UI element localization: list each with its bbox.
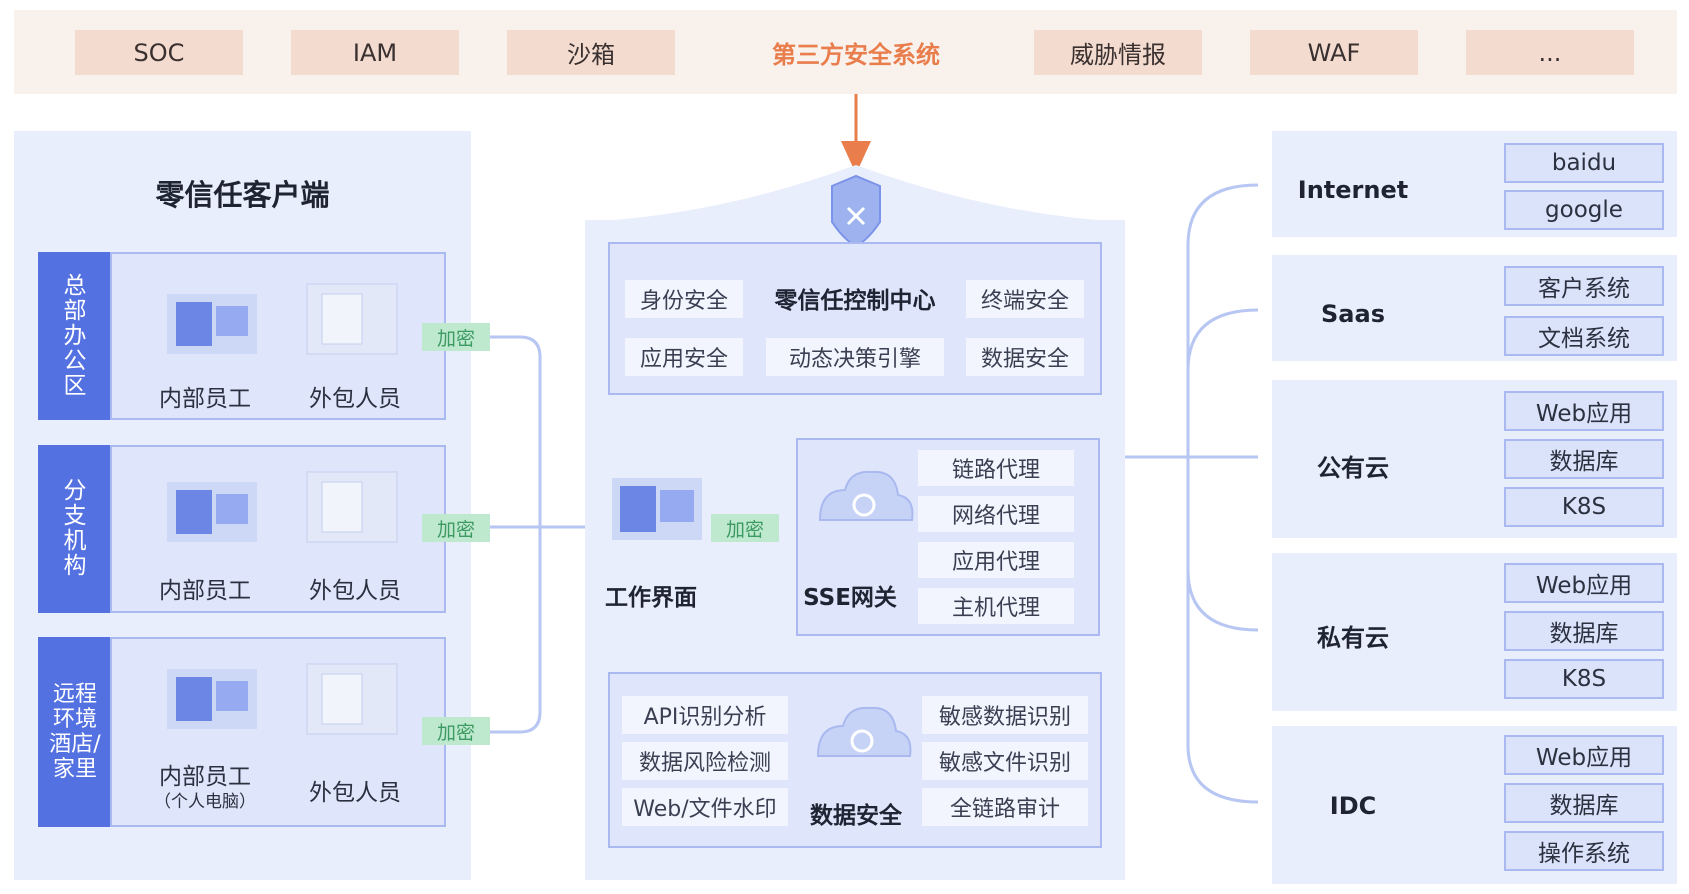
member-outsourced-hq: 外包人员 — [309, 386, 401, 412]
ds-risk-detection: 数据风险检测 — [622, 742, 788, 780]
group-card-remote — [110, 637, 446, 827]
cc-application: 应用安全 — [625, 338, 743, 376]
cc-endpoint: 终端安全 — [966, 280, 1084, 318]
resource-item: Web应用 — [1504, 563, 1664, 603]
group-label-remote: 远程环境 酒店/家里 — [38, 637, 112, 827]
resource-label-public-cloud: 公有云 — [1317, 453, 1389, 482]
cc-title: 零信任控制中心 — [774, 288, 936, 314]
member-internal-remote-note: （个人电脑） — [154, 791, 256, 812]
ds-sensitive-file: 敏感文件识别 — [922, 742, 1088, 780]
resource-item: K8S — [1504, 487, 1664, 527]
resource-item: Web应用 — [1504, 391, 1664, 431]
device-icons — [167, 663, 398, 735]
resource-item: Web应用 — [1504, 735, 1664, 775]
system-iam: IAM — [291, 30, 459, 75]
group-label-hq: 总部办公区 — [38, 252, 112, 420]
ds-api-analysis: API识别分析 — [622, 696, 788, 734]
member-internal-remote: 内部员工 — [159, 764, 251, 790]
resource-label-saas: Saas — [1321, 300, 1385, 328]
resources-bracket — [1186, 183, 1259, 804]
member-outsourced-branch: 外包人员 — [309, 578, 401, 604]
resource-item: 操作系统 — [1504, 831, 1664, 871]
gateway-label: SSE网关 — [803, 585, 897, 611]
resource-item: 数据库 — [1504, 783, 1664, 823]
ds-watermark: Web/文件水印 — [622, 788, 788, 826]
member-internal-branch: 内部员工 — [159, 578, 251, 604]
cc-data: 数据安全 — [966, 338, 1084, 376]
cc-decision-engine: 动态决策引擎 — [766, 338, 944, 376]
encrypt-tag-branch: 加密 — [422, 514, 490, 542]
system-sandbox: 沙箱 — [507, 30, 675, 75]
ds-sensitive-data: 敏感数据识别 — [922, 696, 1088, 734]
group-card-branch — [110, 445, 446, 613]
resource-label-private-cloud: 私有云 — [1317, 623, 1389, 652]
encrypt-tag-hq: 加密 — [422, 323, 490, 351]
device-icons — [167, 283, 398, 355]
cc-identity: 身份安全 — [625, 280, 743, 318]
client-title: 零信任客户端 — [155, 178, 330, 212]
resource-label-internet: Internet — [1297, 176, 1409, 204]
system-third-party: 第三方安全系统 — [772, 41, 940, 69]
resource-item: baidu — [1504, 143, 1664, 183]
system-more: ... — [1466, 30, 1634, 75]
proxy-application: 应用代理 — [918, 542, 1074, 578]
proxy-network: 网络代理 — [918, 496, 1074, 532]
client-bracket — [486, 335, 542, 734]
ds-full-audit: 全链路审计 — [922, 788, 1088, 826]
proxy-host: 主机代理 — [918, 588, 1074, 624]
group-label-branch: 分支机构 — [38, 445, 112, 613]
resource-item: google — [1504, 190, 1664, 230]
resource-item: 数据库 — [1504, 439, 1664, 479]
system-threat-intel: 威胁情报 — [1034, 30, 1202, 75]
workspace-label: 工作界面 — [605, 585, 697, 611]
ds-title: 数据安全 — [810, 803, 902, 829]
device-icons — [167, 471, 398, 543]
resource-item: 文档系统 — [1504, 316, 1664, 356]
resource-item: 客户系统 — [1504, 266, 1664, 306]
resource-label-idc: IDC — [1329, 792, 1377, 820]
system-waf: WAF — [1250, 30, 1418, 75]
resource-item: K8S — [1504, 659, 1664, 699]
encrypt-tag-remote: 加密 — [422, 717, 490, 745]
member-outsourced-remote: 外包人员 — [309, 780, 401, 806]
proxy-link: 链路代理 — [918, 450, 1074, 486]
member-internal-hq: 内部员工 — [159, 386, 251, 412]
group-card-hq — [110, 252, 446, 420]
encrypt-tag-workspace: 加密 — [711, 514, 779, 542]
resource-item: 数据库 — [1504, 611, 1664, 651]
system-soc: SOC — [75, 30, 243, 75]
